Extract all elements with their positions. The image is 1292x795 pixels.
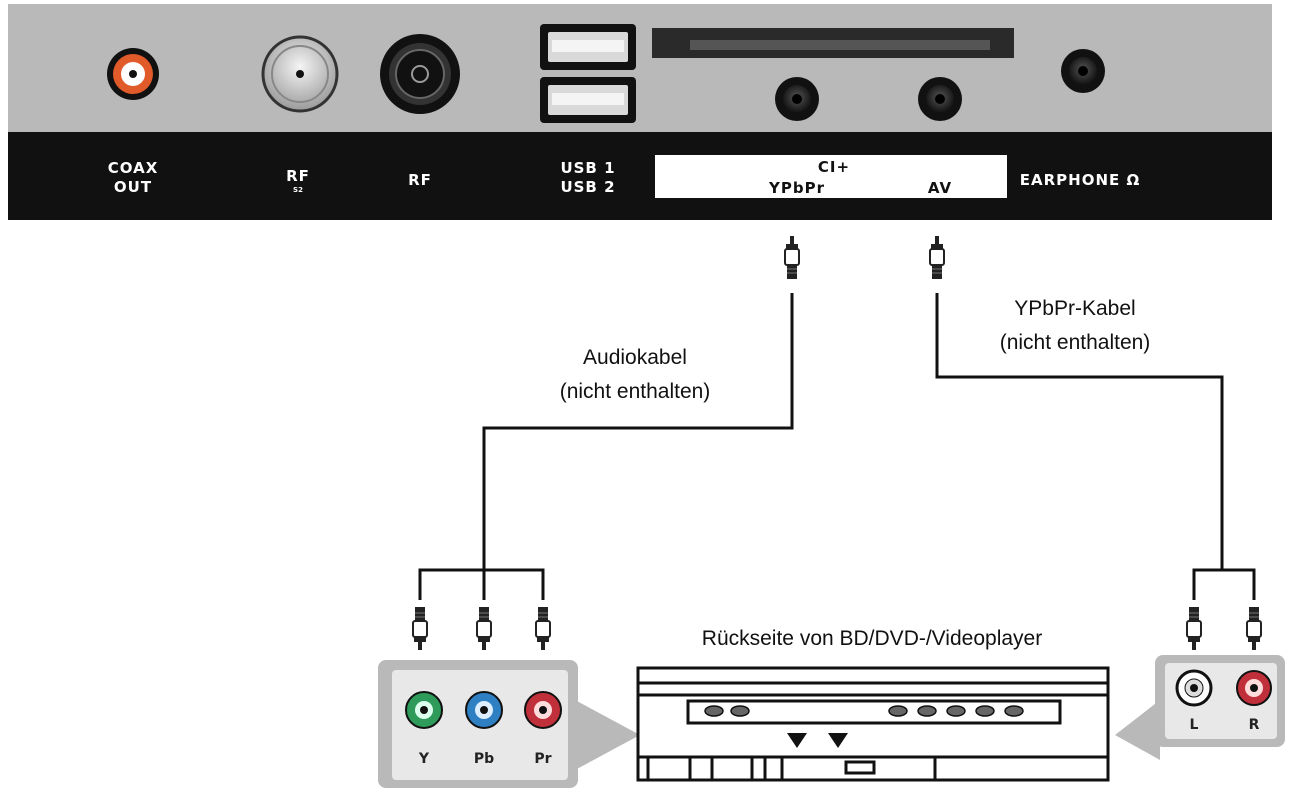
mini-jack-icon xyxy=(775,77,819,121)
mini-jack-icon xyxy=(1061,49,1105,93)
component-jack-callout: Y Pb Pr xyxy=(378,660,640,788)
ci-slot xyxy=(652,28,1014,58)
pb-jack-icon xyxy=(465,691,503,729)
usb-port-icon xyxy=(540,77,636,123)
av-label: AV xyxy=(928,179,952,197)
mini-jack-icon xyxy=(918,77,962,121)
audio-cable-label-line2: (nicht enthalten) xyxy=(560,380,711,403)
earphone-label: EARPHONE Ω xyxy=(1020,171,1140,189)
y-jack-icon xyxy=(405,691,443,729)
audio-jack-callout: L R xyxy=(1115,655,1285,760)
rca-plug-icon xyxy=(929,235,945,280)
l-jack-icon xyxy=(1175,669,1213,707)
rca-plug-icon xyxy=(535,606,551,651)
coax-jack-icon xyxy=(107,48,159,100)
pr-jack-icon xyxy=(524,691,562,729)
arrow-down-icon xyxy=(828,733,848,748)
ypbpr-cable xyxy=(935,293,1256,600)
l-jack-label: L xyxy=(1190,717,1199,733)
usb1-label: USB 1 xyxy=(560,159,615,177)
rf-label: RF xyxy=(408,171,432,189)
rca-plug-icon xyxy=(784,235,800,280)
rca-plug-icon xyxy=(476,606,492,651)
ypbpr-cable-label-line2: (nicht enthalten) xyxy=(1000,331,1151,354)
audio-cable xyxy=(418,293,794,600)
rf-s2-sublabel: S2 xyxy=(293,186,303,194)
usb2-label: USB 2 xyxy=(560,178,615,196)
panel-label-strip xyxy=(8,132,1272,220)
rf-s2-label: RF xyxy=(286,167,310,185)
rca-plug-icon xyxy=(412,606,428,651)
coax-label-line2: OUT xyxy=(114,178,152,196)
pr-jack-label: Pr xyxy=(534,751,551,767)
r-jack-icon xyxy=(1236,670,1272,706)
ypbpr-cable-label-line1: YPbPr-Kabel xyxy=(1014,297,1135,320)
player-device xyxy=(636,666,1110,782)
ypbpr-label: YPbPr xyxy=(768,179,825,197)
y-jack-label: Y xyxy=(418,751,430,767)
coax-label-line1: COAX xyxy=(108,159,159,177)
rca-plug-icon xyxy=(1186,606,1202,651)
ci-label-box xyxy=(655,155,1007,198)
rf-connector-icon xyxy=(380,34,460,114)
pb-jack-label: Pb xyxy=(474,751,494,767)
player-buttons xyxy=(704,705,1024,717)
arrow-down-icon xyxy=(787,733,807,748)
r-jack-label: R xyxy=(1249,717,1260,733)
audio-cable-label-line1: Audiokabel xyxy=(583,346,687,369)
tv-back-panel: COAX OUT RF S2 RF USB 1 USB 2 CI+ YPbPr … xyxy=(8,4,1272,220)
usb-port-icon xyxy=(540,24,636,70)
rca-plug-icon xyxy=(1246,606,1262,651)
rf-connector-icon xyxy=(261,35,339,113)
player-title: Rückseite von BD/DVD-/Videoplayer xyxy=(702,627,1042,650)
ci-label: CI+ xyxy=(818,158,850,176)
